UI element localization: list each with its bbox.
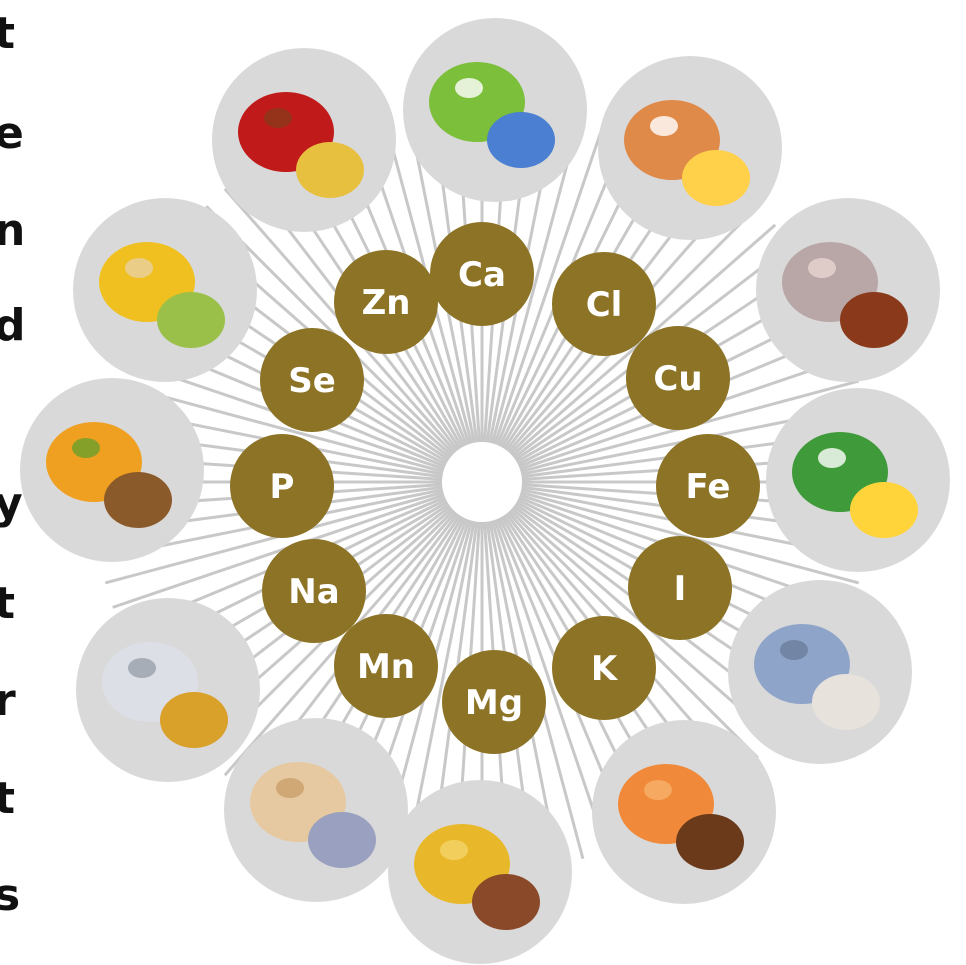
element-zn: Zn xyxy=(334,250,438,354)
element-label: K xyxy=(591,649,619,689)
melon-and-garlic-icon xyxy=(224,718,408,902)
element-label: Cl xyxy=(586,285,623,325)
element-label: Mg xyxy=(465,683,523,723)
element-mg: Mg xyxy=(442,650,546,754)
element-ca: Ca xyxy=(430,222,534,326)
element-p: P xyxy=(230,434,334,538)
spinach-and-fried-egg-icon xyxy=(766,388,950,572)
element-label: Mn xyxy=(357,647,415,687)
element-cu: Cu xyxy=(626,326,730,430)
fish-and-mushroom-icon xyxy=(728,580,912,764)
element-label: Ca xyxy=(458,255,506,295)
salt-shaker-and-noodles-icon xyxy=(76,598,260,782)
element-label: Cu xyxy=(653,359,702,399)
wheat-and-almond-icon xyxy=(388,780,572,964)
element-label: I xyxy=(674,569,687,609)
element-na: Na xyxy=(262,539,366,643)
element-cl: Cl xyxy=(552,252,656,356)
cheese-and-pistachio-icon xyxy=(73,198,257,382)
element-k: K xyxy=(552,616,656,720)
peas-and-cottage-cheese-icon xyxy=(403,18,587,202)
peach-and-coffee-beans-icon xyxy=(592,720,776,904)
meat-and-peanut-icon xyxy=(212,48,396,232)
pumpkin-and-walnut-icon xyxy=(20,378,204,562)
element-i: I xyxy=(628,536,732,640)
element-se: Se xyxy=(260,328,364,432)
element-fe: Fe xyxy=(656,434,760,538)
element-label: Na xyxy=(288,572,339,612)
element-label: Zn xyxy=(362,283,411,323)
element-label: P xyxy=(270,467,295,507)
element-label: Fe xyxy=(686,467,731,507)
element-mn: Mn xyxy=(334,614,438,718)
food-circles xyxy=(20,18,950,964)
element-label: Se xyxy=(288,361,336,401)
fish-and-egg-icon xyxy=(598,56,782,240)
octopus-and-hazelnut-icon xyxy=(756,198,940,382)
